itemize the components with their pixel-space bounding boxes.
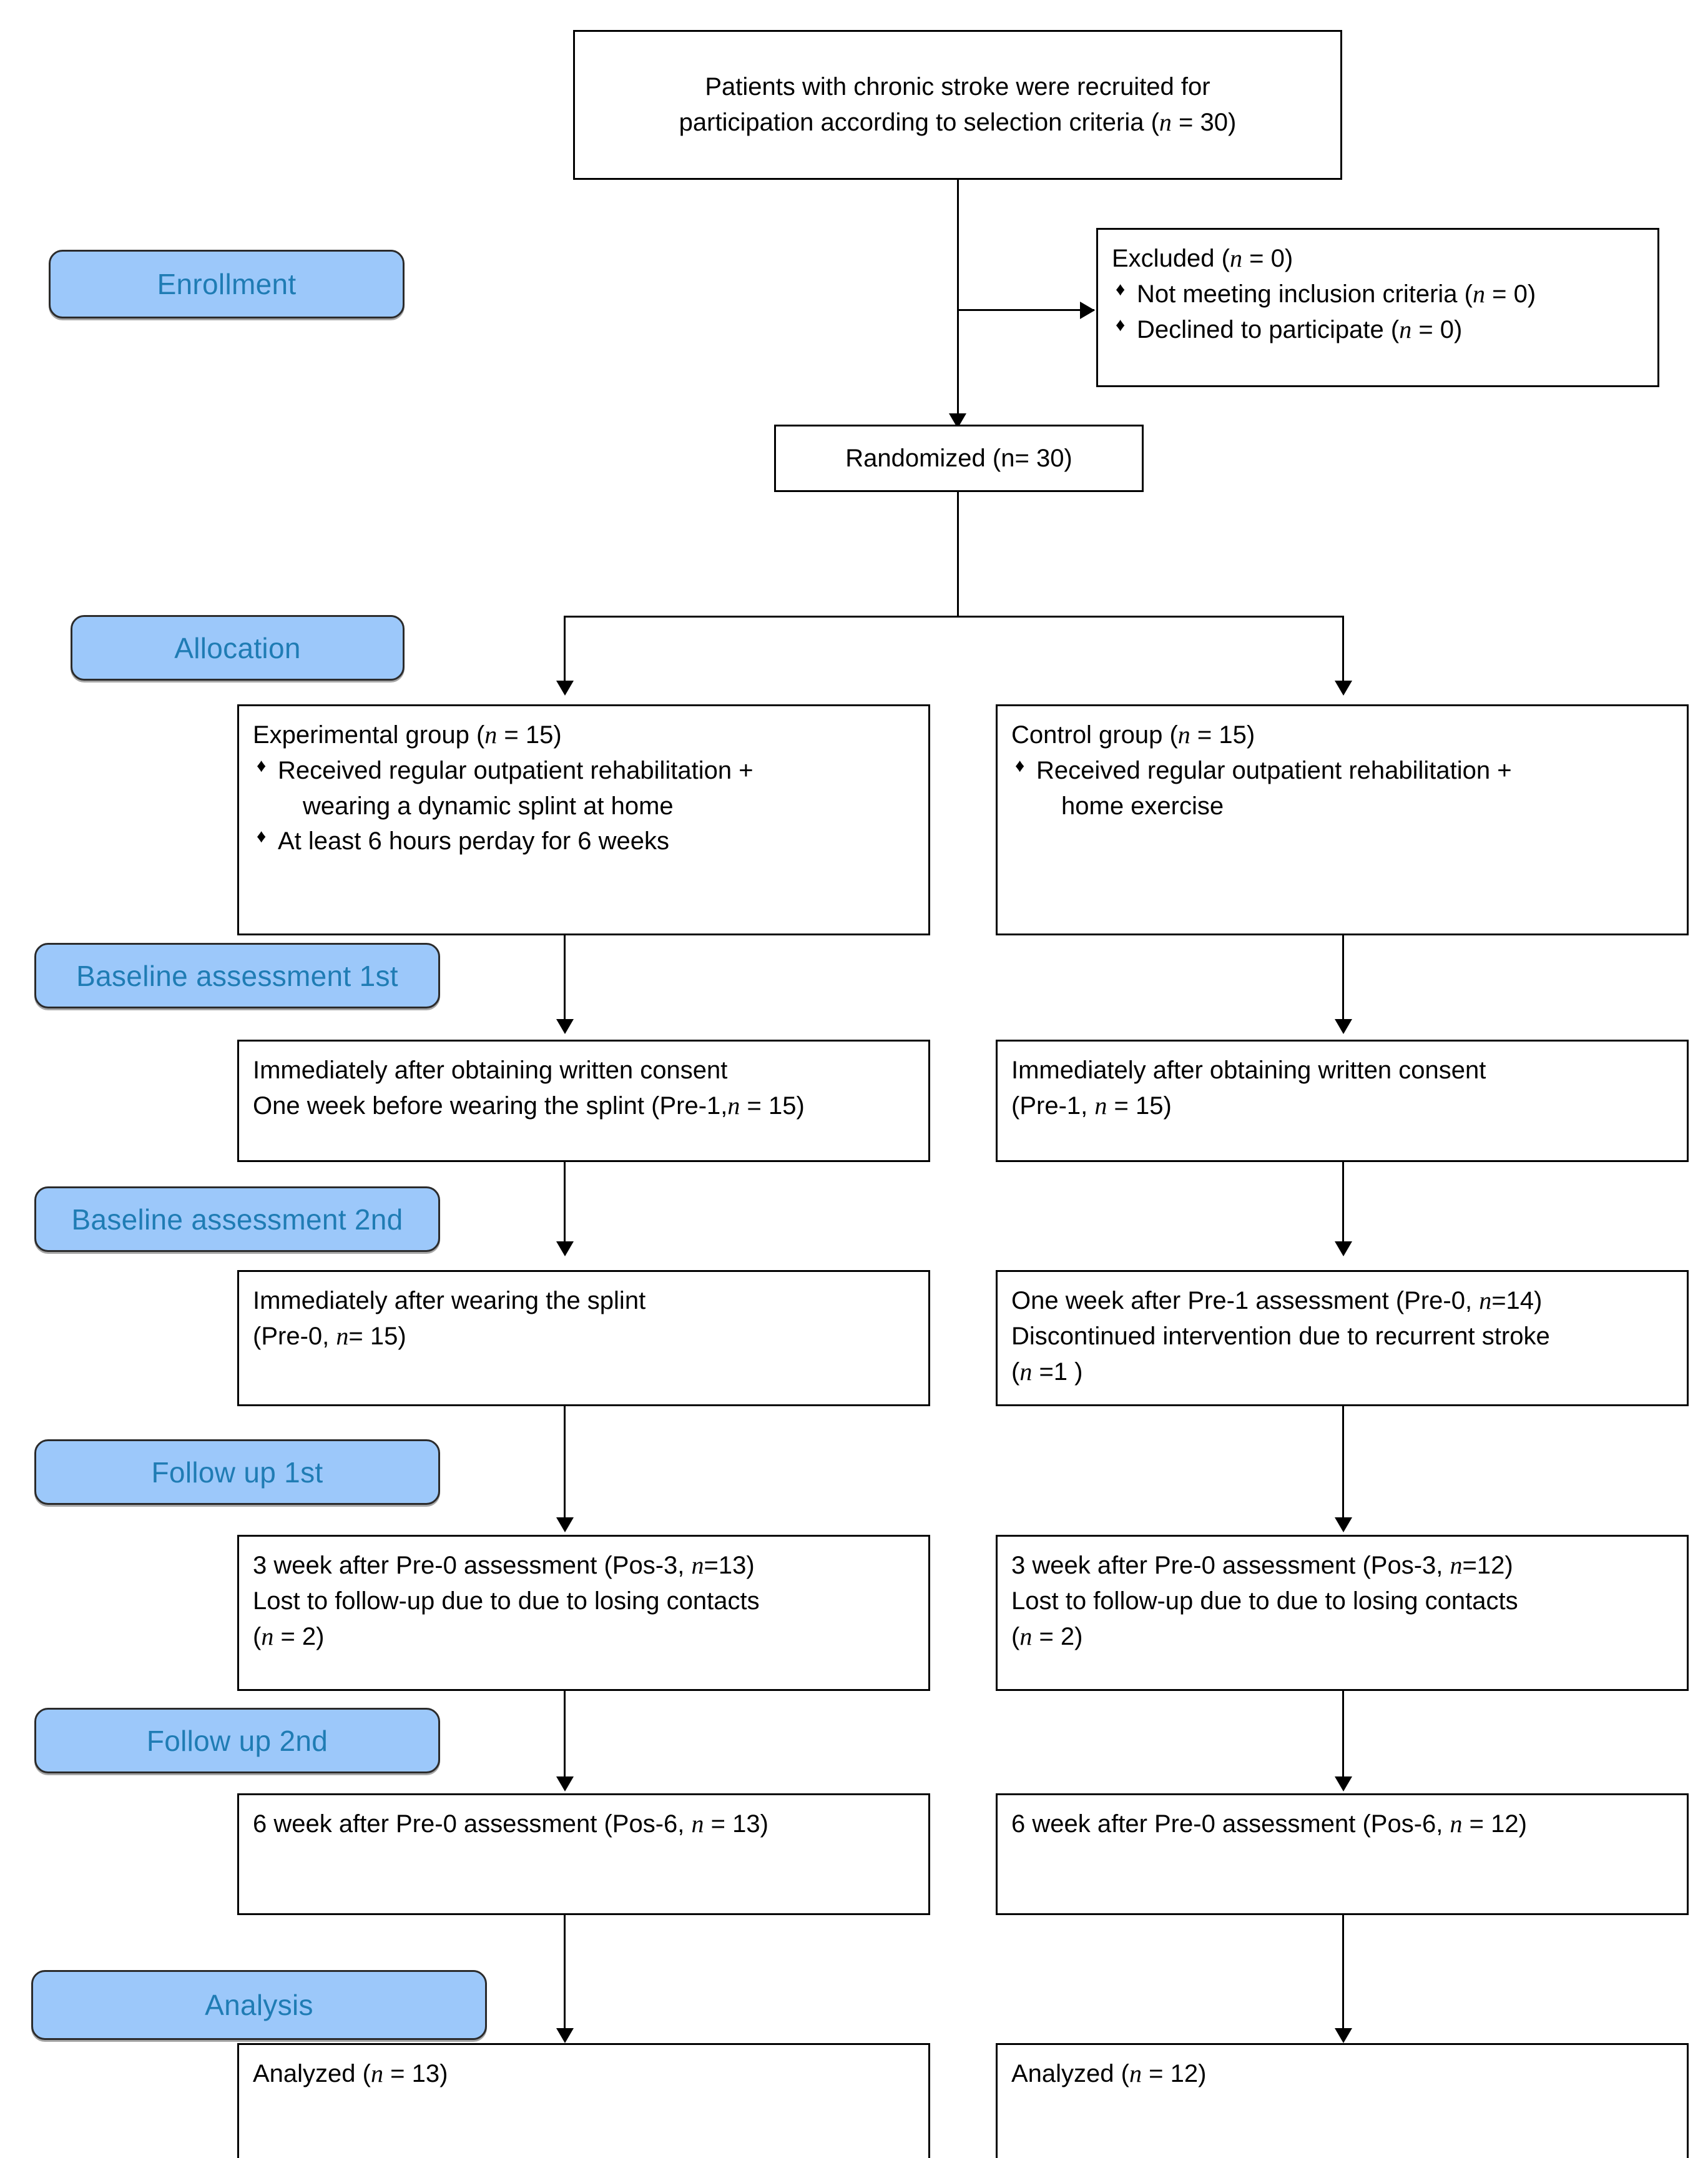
diamond-bullet-icon: ♦ [257,755,267,776]
node-control-group: Control group (n = 15) ♦Received regular… [996,704,1689,935]
stage-label-analysis: Analysis [205,1989,313,2021]
node-recruited: Patients with chronic stroke were recrui… [573,30,1342,180]
exp-followup1-line-1: 3 week after Pre-0 assessment (Pos-3, n=… [253,1551,755,1579]
stage-badge-allocation: Allocation [71,615,405,681]
excluded-bullet-1: ♦Not meeting inclusion criteria (n = 0) [1112,277,1644,312]
excluded-bullet-2: ♦Declined to participate (n = 0) [1112,312,1644,348]
connector-allocation-split [564,616,1344,618]
node-exp-followup-1: 3 week after Pre-0 assessment (Pos-3, n=… [237,1535,930,1691]
arrow-exp-analyzed [556,2028,574,2043]
connector-exp-baseline2-to-followup1 [564,1406,566,1529]
connector-recruited-to-randomized [957,180,959,425]
arrow-exp-baseline1 [556,1019,574,1034]
control-bullet-1-cont: home exercise [1061,792,1224,820]
ctl-baseline1-line-1: Immediately after obtaining written cons… [1011,1057,1486,1084]
stage-badge-enrollment: Enrollment [49,250,405,318]
stage-label-followup-1st: Follow up 1st [151,1456,323,1489]
ctl-followup1-line-1: 3 week after Pre-0 assessment (Pos-3, n=… [1011,1551,1513,1579]
node-ctl-followup-2: 6 week after Pre-0 assessment (Pos-6, n … [996,1793,1689,1915]
exp-baseline1-line-2: One week before wearing the splint (Pre-… [253,1091,805,1120]
recruited-line-1: Patients with chronic stroke were recrui… [705,73,1210,101]
arrow-ctl-baseline1 [1335,1019,1352,1034]
exp-baseline2-line-1: Immediately after wearing the splint [253,1287,646,1314]
node-ctl-baseline-2: One week after Pre-1 assessment (Pre-0, … [996,1270,1689,1406]
stage-badge-baseline-2nd: Baseline assessment 2nd [34,1186,440,1252]
arrow-exp-baseline2 [556,1241,574,1256]
ctl-baseline2-line-2: Discontinued intervention due to recurre… [1011,1322,1550,1350]
experimental-bullet-2: ♦At least 6 hours perday for 6 weeks [253,824,915,859]
node-experimental-group: Experimental group (n = 15) ♦Received re… [237,704,930,935]
experimental-bullet-1-cont: wearing a dynamic splint at home [303,792,674,820]
node-randomized: Randomized (n= 30) [774,425,1144,492]
excluded-heading: Excluded (n = 0) [1112,244,1293,272]
connector-ctl-followup2-to-analysis [1342,1915,1344,2039]
node-ctl-analyzed: Analyzed (n = 12) [996,2043,1689,2158]
stage-label-baseline-2nd: Baseline assessment 2nd [71,1203,403,1236]
connector-ctl-alloc-to-baseline1 [1342,935,1344,1029]
node-ctl-followup-1: 3 week after Pre-0 assessment (Pos-3, n=… [996,1535,1689,1691]
node-exp-followup-2: 6 week after Pre-0 assessment (Pos-6, n … [237,1793,930,1915]
connector-exp-followup1-to-followup2 [564,1691,566,1786]
node-exp-baseline-1: Immediately after obtaining written cons… [237,1040,930,1162]
arrow-exp-followup2 [556,1776,574,1791]
ctl-baseline2-line-3: (n =1 ) [1011,1357,1083,1386]
diamond-bullet-icon: ♦ [257,826,267,847]
stage-label-enrollment: Enrollment [157,268,297,300]
ctl-baseline2-line-1: One week after Pre-1 assessment (Pre-0, … [1011,1286,1543,1314]
stage-label-followup-2nd: Follow up 2nd [146,1724,328,1757]
exp-followup2-line-1: 6 week after Pre-0 assessment (Pos-6, n … [253,1810,768,1838]
diamond-bullet-icon: ♦ [1015,755,1025,776]
arrow-into-excluded [1080,302,1095,319]
exp-analyzed-line-1: Analyzed (n = 13) [253,2059,448,2087]
exp-followup1-line-3: (n = 2) [253,1622,325,1650]
connector-exp-alloc-to-baseline1 [564,935,566,1029]
ctl-followup1-line-3: (n = 2) [1011,1622,1083,1650]
arrow-ctl-followup2 [1335,1776,1352,1791]
exp-followup1-line-2: Lost to follow-up due to due to losing c… [253,1587,760,1615]
connector-to-excluded [957,309,1094,311]
arrow-into-experimental-group [556,681,574,696]
control-heading: Control group (n = 15) [1011,721,1255,749]
node-exp-analyzed: Analyzed (n = 13) [237,2043,930,2158]
control-bullet-1: ♦Received regular outpatient rehabilitat… [1011,753,1673,789]
arrow-exp-followup1 [556,1517,574,1532]
diamond-bullet-icon: ♦ [1116,278,1126,300]
connector-ctl-baseline2-to-followup1 [1342,1406,1344,1529]
stage-badge-followup-2nd: Follow up 2nd [34,1708,440,1773]
node-exp-baseline-2: Immediately after wearing the splint (Pr… [237,1270,930,1406]
experimental-bullet-1: ♦Received regular outpatient rehabilitat… [253,753,915,789]
arrow-into-control-group [1335,681,1352,696]
stage-badge-baseline-1st: Baseline assessment 1st [34,943,440,1008]
stage-badge-followup-1st: Follow up 1st [34,1439,440,1505]
stage-label-baseline-1st: Baseline assessment 1st [76,959,398,992]
connector-randomized-down [957,492,959,617]
connector-exp-followup2-to-analysis [564,1915,566,2039]
connector-ctl-baseline1-to-baseline2 [1342,1162,1344,1251]
randomized-label: Randomized (n= 30) [845,444,1072,472]
connector-ctl-followup1-to-followup2 [1342,1691,1344,1786]
connector-exp-baseline1-to-baseline2 [564,1162,566,1251]
arrow-ctl-followup1 [1335,1517,1352,1532]
exp-baseline1-line-1: Immediately after obtaining written cons… [253,1057,728,1084]
ctl-followup2-line-1: 6 week after Pre-0 assessment (Pos-6, n … [1011,1810,1527,1838]
arrow-ctl-baseline2 [1335,1241,1352,1256]
ctl-analyzed-line-1: Analyzed (n = 12) [1011,2059,1207,2087]
connector-allocation-right [1342,616,1344,689]
exp-baseline2-line-2: (Pre-0, n= 15) [253,1321,406,1350]
diamond-bullet-icon: ♦ [1116,314,1126,335]
experimental-heading: Experimental group (n = 15) [253,721,562,749]
connector-allocation-left [564,616,566,689]
ctl-baseline1-line-2: (Pre-1, n = 15) [1011,1091,1172,1120]
arrow-ctl-analyzed [1335,2028,1352,2043]
node-excluded: Excluded (n = 0) ♦Not meeting inclusion … [1096,228,1659,387]
ctl-followup1-line-2: Lost to follow-up due to due to losing c… [1011,1587,1518,1615]
recruited-line-2: participation according to selection cri… [679,108,1237,136]
stage-label-allocation: Allocation [174,631,301,664]
node-ctl-baseline-1: Immediately after obtaining written cons… [996,1040,1689,1162]
stage-badge-analysis: Analysis [31,1970,487,2040]
